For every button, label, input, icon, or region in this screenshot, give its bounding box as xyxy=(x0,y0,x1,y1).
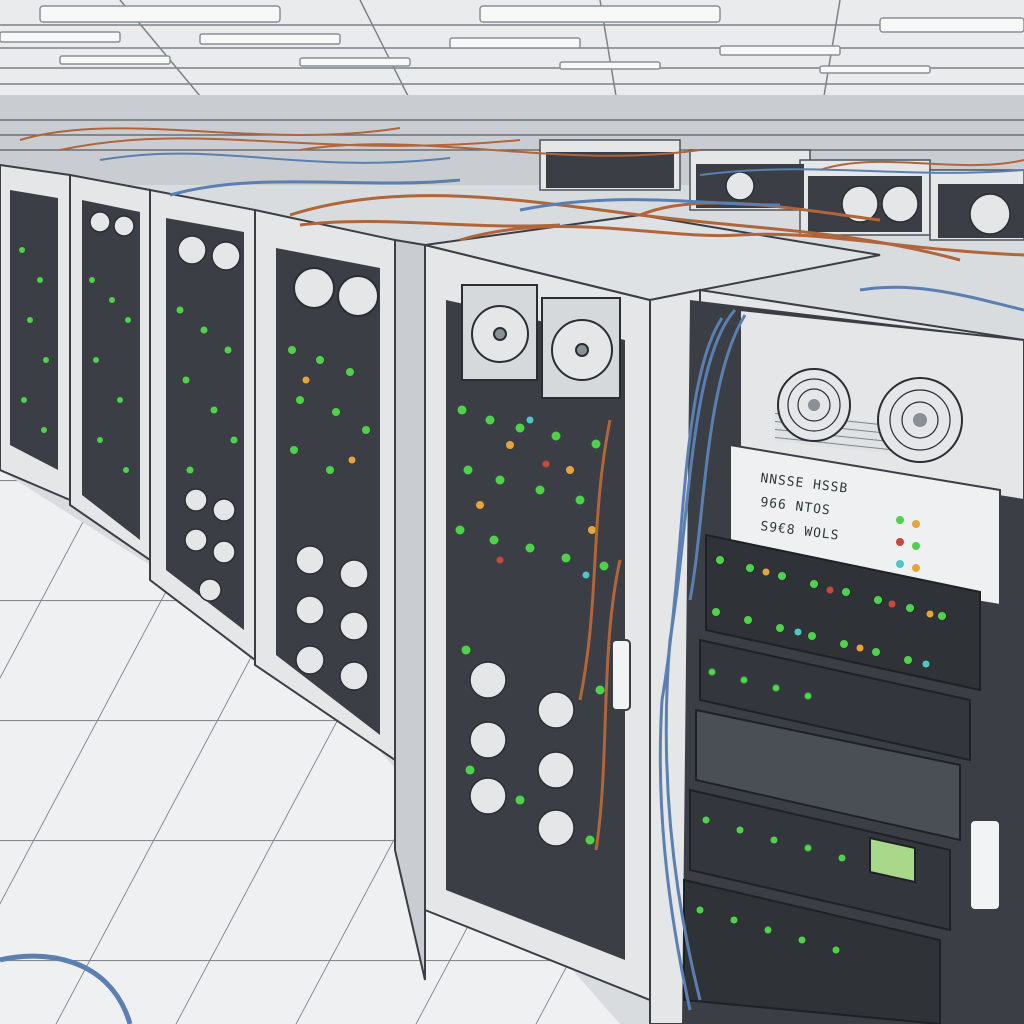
rack-3 xyxy=(149,188,256,663)
fan-icons xyxy=(461,284,621,399)
distant-fan-icons xyxy=(725,171,1011,235)
rack-2 xyxy=(69,173,151,562)
cooling-unit xyxy=(739,308,1024,502)
server-blades xyxy=(683,533,981,1024)
rack-5 xyxy=(394,213,881,1002)
rack-4 xyxy=(254,208,396,762)
rack-1 xyxy=(0,163,71,502)
rack-6: NNSSE HSSB 966 NTOS S9€8 WOLS xyxy=(649,288,1024,1024)
left-rack-row xyxy=(0,163,396,762)
overhead-cables xyxy=(169,178,1024,312)
ceiling-lights xyxy=(0,5,1024,74)
rack-handle xyxy=(969,819,1001,911)
status-led-icons xyxy=(896,516,920,572)
lcd-screen xyxy=(869,836,916,884)
rack-handle xyxy=(611,639,631,711)
distant-rack-rows xyxy=(0,95,1024,241)
